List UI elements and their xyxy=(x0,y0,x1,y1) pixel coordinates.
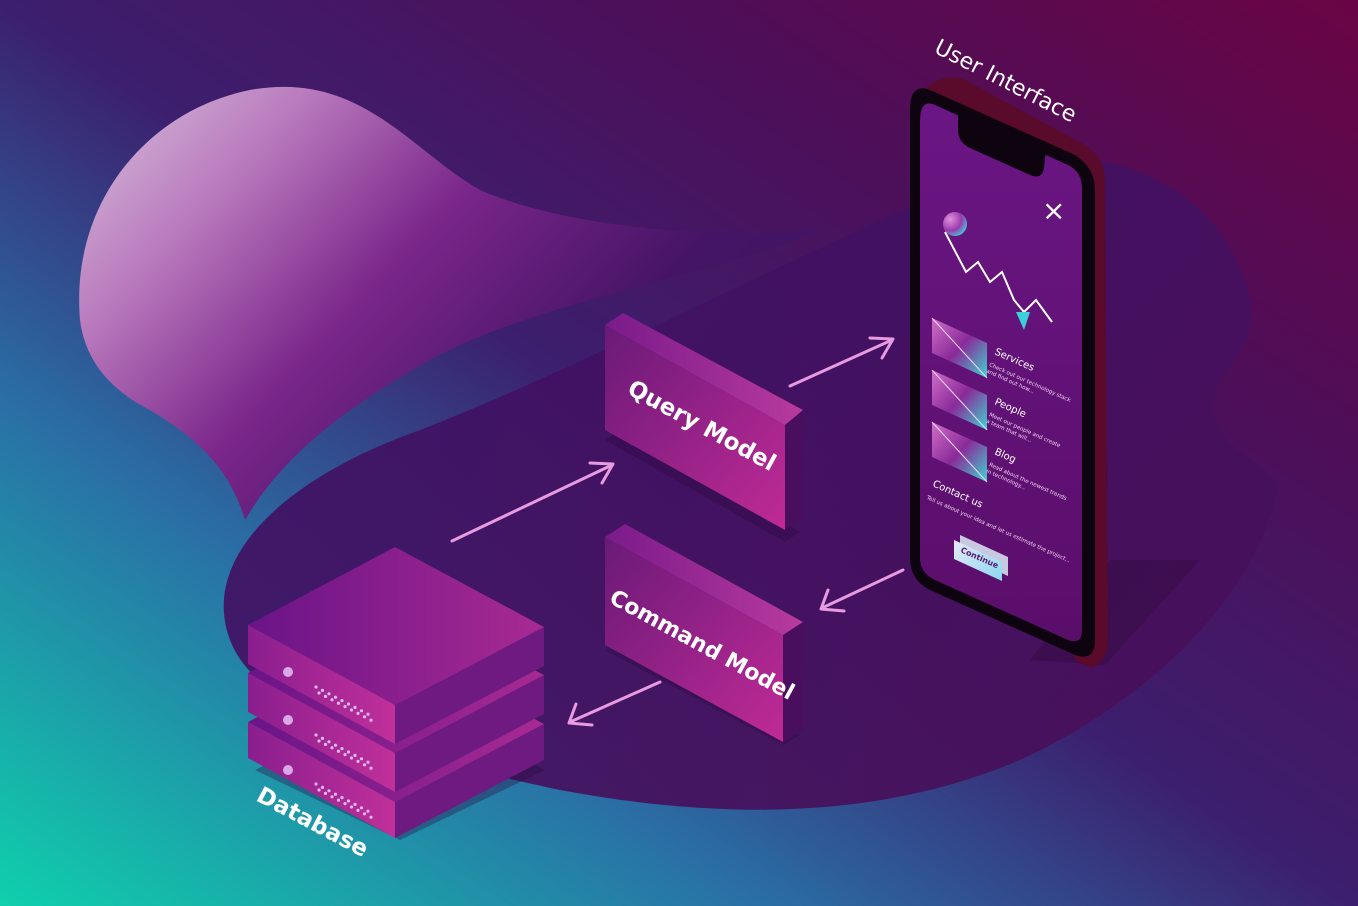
vent-dot xyxy=(340,699,344,703)
vent-dot xyxy=(366,809,370,813)
vent-dot xyxy=(327,789,331,793)
vent-dot xyxy=(343,802,347,806)
vent-dot xyxy=(343,705,347,709)
status-led-icon xyxy=(283,715,293,725)
vent-dot xyxy=(314,685,318,689)
vent-dot xyxy=(369,718,373,722)
vent-dot xyxy=(366,760,370,764)
vent-dot xyxy=(359,806,364,810)
vent-dot xyxy=(336,701,341,705)
vent-dot xyxy=(362,763,367,767)
vent-dot xyxy=(349,805,354,809)
vent-dot xyxy=(366,712,370,716)
vent-dot xyxy=(349,708,354,712)
sparkline-chart xyxy=(943,212,1053,330)
vent-dot xyxy=(323,694,328,699)
smartphone xyxy=(910,77,1200,668)
vent-dot xyxy=(359,757,364,761)
vent-dot xyxy=(353,705,357,710)
arrow-command-to-database xyxy=(567,680,662,727)
vent-dot xyxy=(356,759,360,764)
vent-dot xyxy=(356,711,360,716)
vent-dot xyxy=(349,756,354,760)
vent-dot xyxy=(336,749,341,753)
vent-dot xyxy=(333,695,338,699)
vent-dot xyxy=(340,747,344,751)
vent-dot xyxy=(323,791,328,796)
vent-dot xyxy=(330,698,334,702)
blog-card-image[interactable] xyxy=(931,421,988,483)
command-model-block xyxy=(605,524,803,745)
people-card-image[interactable] xyxy=(931,369,988,431)
vent-dot xyxy=(314,782,318,786)
phone-notch xyxy=(958,110,1046,177)
vent-dot xyxy=(369,766,373,770)
status-led-icon xyxy=(283,667,293,677)
vent-dot xyxy=(314,733,318,737)
query-model-block xyxy=(605,313,803,542)
vent-dot xyxy=(330,746,334,750)
vent-dot xyxy=(317,691,321,695)
vent-dot xyxy=(362,715,367,719)
vent-dot xyxy=(320,785,325,790)
vent-dot xyxy=(362,812,367,816)
vent-dot xyxy=(336,798,341,802)
vent-dot xyxy=(317,739,321,743)
vent-dot xyxy=(359,709,364,713)
vent-dot xyxy=(333,743,338,747)
vent-dot xyxy=(346,702,351,706)
vent-dot xyxy=(320,736,325,741)
status-led-icon xyxy=(283,765,293,775)
arrow-query-to-ui xyxy=(788,336,895,388)
vent-dot xyxy=(327,740,331,744)
vent-dot xyxy=(343,753,347,757)
arrow-database-to-query xyxy=(450,461,615,543)
chart-marker-icon xyxy=(1016,312,1030,330)
vent-dot xyxy=(369,815,373,819)
vent-dot xyxy=(353,802,357,807)
vent-dot xyxy=(323,742,328,747)
vent-dot xyxy=(340,796,344,800)
vent-dot xyxy=(317,788,321,792)
vent-dot xyxy=(327,692,331,696)
server-vent-grid xyxy=(314,685,373,819)
vent-dot xyxy=(346,799,351,803)
vent-dot xyxy=(320,688,325,693)
vent-dot xyxy=(346,750,351,754)
chart-ball-icon xyxy=(943,212,967,236)
arrow-ui-to-command xyxy=(819,568,905,613)
service-card-image[interactable] xyxy=(931,317,988,379)
vent-dot xyxy=(353,753,357,758)
database-stack xyxy=(248,547,545,840)
close-icon[interactable]: × xyxy=(1042,194,1065,227)
light-blob-shape xyxy=(79,86,821,520)
phone-screen xyxy=(920,103,1082,642)
vent-dot xyxy=(333,792,338,796)
vent-dot xyxy=(330,795,334,799)
vent-dot xyxy=(356,808,360,813)
